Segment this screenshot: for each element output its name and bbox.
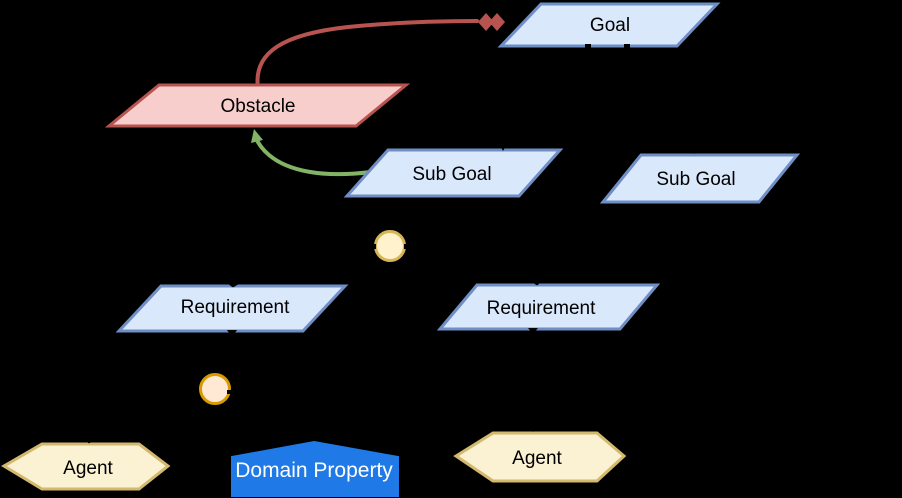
arrowhead-nub-icon — [528, 328, 538, 334]
goal-label: Goal — [590, 15, 630, 36]
junction-circle-top[interactable] — [374, 230, 406, 262]
requirement-right-label: Requirement — [487, 298, 596, 319]
requirement-right-node[interactable] — [436, 283, 661, 331]
arrowhead-nub-icon — [530, 426, 537, 432]
arrowhead-nub-icon — [523, 273, 545, 286]
obstacle-label: Obstacle — [221, 96, 296, 117]
agent-left-label: Agent — [63, 458, 113, 479]
line-end-nub — [227, 390, 231, 394]
line-end-nub — [585, 44, 591, 48]
agent-right-label: Agent — [512, 448, 562, 469]
requirement-left-label: Requirement — [181, 297, 290, 318]
agent-right-node[interactable] — [453, 431, 627, 483]
obstruction-edge[interactable] — [255, 19, 479, 90]
arrowhead-nub-icon — [499, 143, 507, 151]
line-end-nub — [404, 244, 408, 249]
obstruction-double-diamond-marker-2 — [489, 13, 505, 31]
line-end-nub — [372, 244, 376, 249]
domain-property-node[interactable] — [231, 440, 399, 497]
subgoal-right-node[interactable] — [599, 153, 801, 204]
arrowhead-nub-icon — [220, 276, 247, 288]
resolution-edge[interactable] — [254, 136, 373, 177]
subgoal-right-label: Sub Goal — [656, 169, 735, 190]
obstruction-double-diamond-marker-1 — [478, 13, 494, 31]
arrowhead-nub-icon — [227, 330, 237, 337]
subgoal-left-label: Sub Goal — [412, 164, 491, 185]
goal-node[interactable] — [497, 2, 721, 48]
line-end-nub — [209, 369, 214, 373]
arrowhead-nub-icon — [79, 433, 98, 444]
line-end-nub — [624, 44, 630, 48]
junction-circle-bottom[interactable] — [199, 373, 231, 405]
requirement-left-node[interactable] — [115, 284, 349, 333]
arrowhead-nub-icon — [690, 147, 698, 154]
line-end-nub — [193, 392, 197, 396]
domain-property-label: Domain Property — [235, 459, 393, 482]
agent-left-node[interactable] — [1, 442, 171, 491]
obstacle-node[interactable] — [104, 83, 411, 128]
connector-arrowhead-nubs — [79, 44, 698, 444]
resolution-arrowhead-icon — [251, 129, 263, 143]
